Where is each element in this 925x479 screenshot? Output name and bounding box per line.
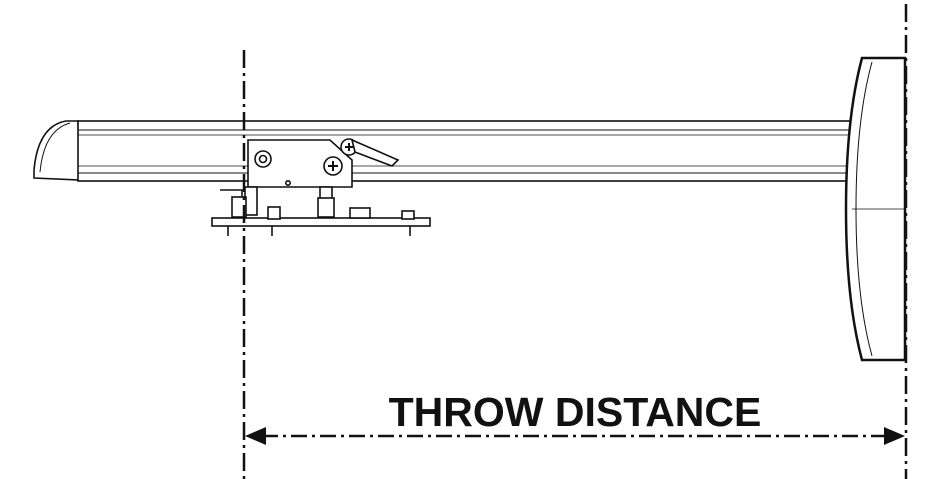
throw-distance-label: THROW DISTANCE bbox=[389, 389, 762, 435]
mount-bracket bbox=[211, 138, 431, 236]
wall-plate bbox=[844, 56, 907, 362]
boom-arm bbox=[77, 120, 855, 182]
base-plate bbox=[211, 217, 431, 227]
reference-lines bbox=[242, 4, 908, 479]
throw-distance-dimension bbox=[245, 427, 905, 445]
projector-nose bbox=[33, 120, 81, 181]
projector-arm bbox=[33, 120, 855, 182]
arrow-right-icon bbox=[884, 427, 905, 445]
arrow-left-icon bbox=[245, 427, 266, 445]
